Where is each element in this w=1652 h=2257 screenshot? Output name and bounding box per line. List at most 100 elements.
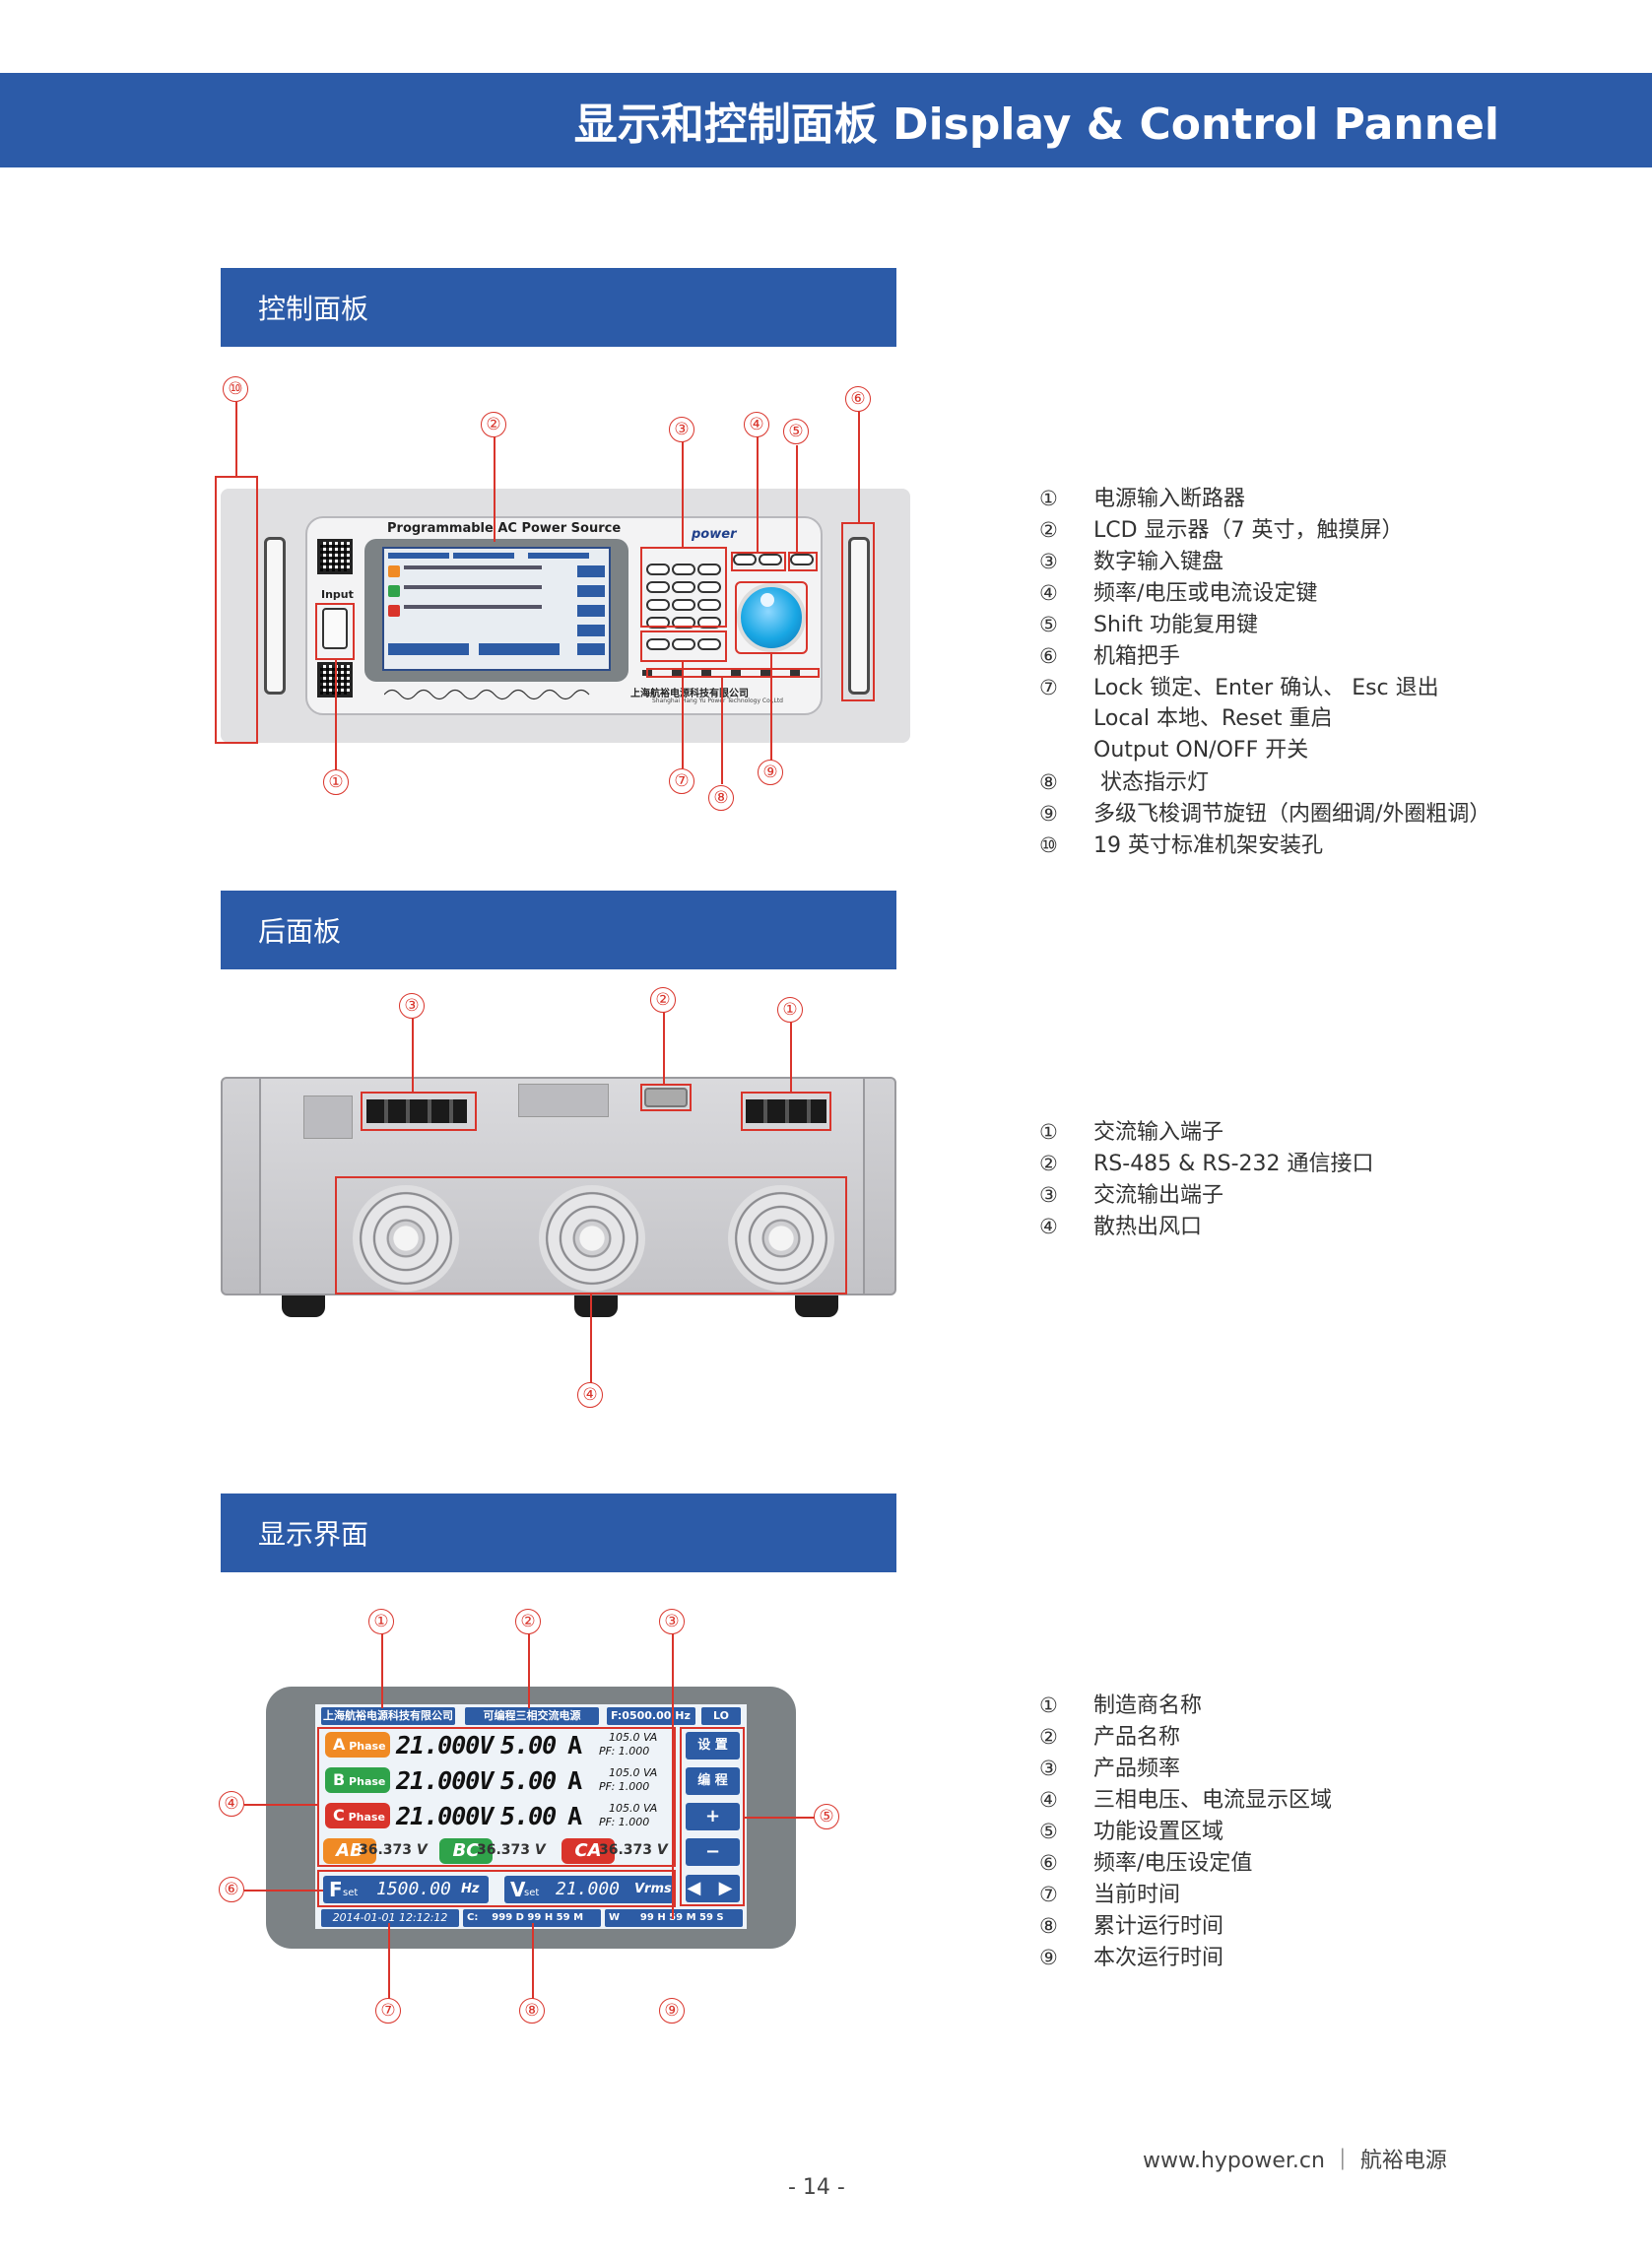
arrow-buttons[interactable]: ◀ ▶ xyxy=(686,1875,740,1902)
display-marker-6: ⑥ xyxy=(219,1877,244,1902)
status-leds xyxy=(642,670,820,676)
settings-button[interactable]: 设 置 xyxy=(686,1732,740,1759)
key[interactable] xyxy=(646,564,670,575)
product-name: 可编程三相交流电源 xyxy=(465,1707,599,1725)
phase-current: 5.00 xyxy=(500,1731,557,1759)
cumulative-runtime: C: 999 D 99 H 59 M xyxy=(463,1909,601,1927)
highlight-rack-holes xyxy=(215,476,258,744)
key[interactable] xyxy=(646,581,670,593)
company-name-en: Shanghai Hang Yu Power Technology Co.,Lt… xyxy=(652,697,783,704)
current-unit: A xyxy=(567,1731,582,1759)
left-handle xyxy=(264,537,286,695)
product-frequency: F:0500.00 Hz xyxy=(607,1707,695,1725)
marker-7: ⑦ xyxy=(669,768,694,794)
input-breaker[interactable] xyxy=(322,608,348,649)
line-voltage-ca: 36.373 V xyxy=(599,1842,668,1858)
phase-pf: PF: 1.000 xyxy=(599,1780,650,1793)
comm-port[interactable] xyxy=(644,1088,688,1107)
key[interactable] xyxy=(697,638,721,650)
header-banner xyxy=(0,73,1652,167)
lcd-screen[interactable] xyxy=(382,547,611,671)
key[interactable] xyxy=(697,564,721,575)
key[interactable] xyxy=(672,564,695,575)
waveform-decoration xyxy=(384,689,590,700)
phase-pf: PF: 1.000 xyxy=(599,1745,650,1758)
highlight-phase-area xyxy=(317,1727,676,1867)
ac-output-terminal[interactable] xyxy=(366,1099,467,1123)
phase-va: 105.0 VA xyxy=(609,1766,658,1779)
minus-button[interactable]: − xyxy=(686,1838,740,1866)
shift-key[interactable] xyxy=(790,554,814,565)
display-marker-8: ⑧ xyxy=(519,1998,545,2024)
highlight-setpoint-area xyxy=(317,1870,676,1907)
section-title: 控制面板 xyxy=(258,293,369,325)
key[interactable] xyxy=(672,581,695,593)
footer-website[interactable]: www.hypower.cn ｜ 航裕电源 xyxy=(1143,2149,1447,2173)
key[interactable] xyxy=(672,638,695,650)
marker-9: ⑨ xyxy=(758,760,783,785)
program-button[interactable]: 编 程 xyxy=(686,1767,740,1795)
page-number: - 14 - xyxy=(788,2175,845,2200)
key[interactable] xyxy=(697,599,721,611)
lo-indicator: LO xyxy=(701,1707,741,1725)
highlight-handle xyxy=(841,522,875,701)
rotary-knob[interactable] xyxy=(737,583,806,652)
volt-key[interactable] xyxy=(759,554,782,565)
display-marker-4: ④ xyxy=(219,1791,244,1817)
marker-3: ③ xyxy=(669,417,694,442)
phase-current: 5.00 xyxy=(500,1802,557,1830)
key[interactable] xyxy=(697,581,721,593)
display-marker-5: ⑤ xyxy=(814,1804,839,1829)
key[interactable] xyxy=(646,599,670,611)
display-marker-2: ② xyxy=(515,1609,541,1634)
right-handle xyxy=(848,537,870,695)
rear-marker-1: ① xyxy=(777,997,803,1023)
key[interactable] xyxy=(672,599,695,611)
rear-marker-3: ③ xyxy=(399,993,425,1019)
line-voltage-ab: 36.373 V xyxy=(359,1842,428,1858)
phase-label: C Phase xyxy=(325,1803,390,1828)
highlight-fans xyxy=(335,1176,847,1294)
line-label-bc: BC xyxy=(439,1838,493,1864)
marker-8: ⑧ xyxy=(708,785,734,811)
qr-code-top xyxy=(317,539,353,574)
phase-voltage: 21.000V xyxy=(396,1766,494,1795)
marker-2: ② xyxy=(481,412,506,437)
key[interactable] xyxy=(646,638,670,650)
phase-voltage: 21.000V xyxy=(396,1802,494,1830)
display-marker-9: ⑨ xyxy=(659,1998,685,2024)
legend-row: Output ON/OFF 开关 xyxy=(1093,738,1309,763)
phase-row-c: C Phase 21.000V 5.00 A 105.0 VA PF: 1.00… xyxy=(325,1800,668,1831)
highlight-knob xyxy=(735,581,808,654)
brand-logo: power xyxy=(692,527,737,542)
freq-key[interactable] xyxy=(733,554,757,565)
phase-voltage: 21.000V xyxy=(396,1731,494,1759)
input-label: Input xyxy=(321,588,354,601)
section-header-display: 显示界面 xyxy=(221,1494,896,1572)
display-marker-1: ① xyxy=(368,1609,394,1634)
highlight-breaker xyxy=(315,603,355,660)
section-header-control: 控制面板 xyxy=(221,268,896,347)
marker-6: ⑥ xyxy=(845,386,871,412)
frequency-setpoint[interactable]: F set 1500.00 Hz xyxy=(323,1876,489,1903)
plus-button[interactable]: + xyxy=(686,1803,740,1830)
voltage-setpoint[interactable]: V set 21.000 Vrms xyxy=(504,1876,674,1903)
ac-input-terminal[interactable] xyxy=(746,1099,826,1123)
legend-row: Local 本地、Reset 重启 xyxy=(1093,706,1333,731)
